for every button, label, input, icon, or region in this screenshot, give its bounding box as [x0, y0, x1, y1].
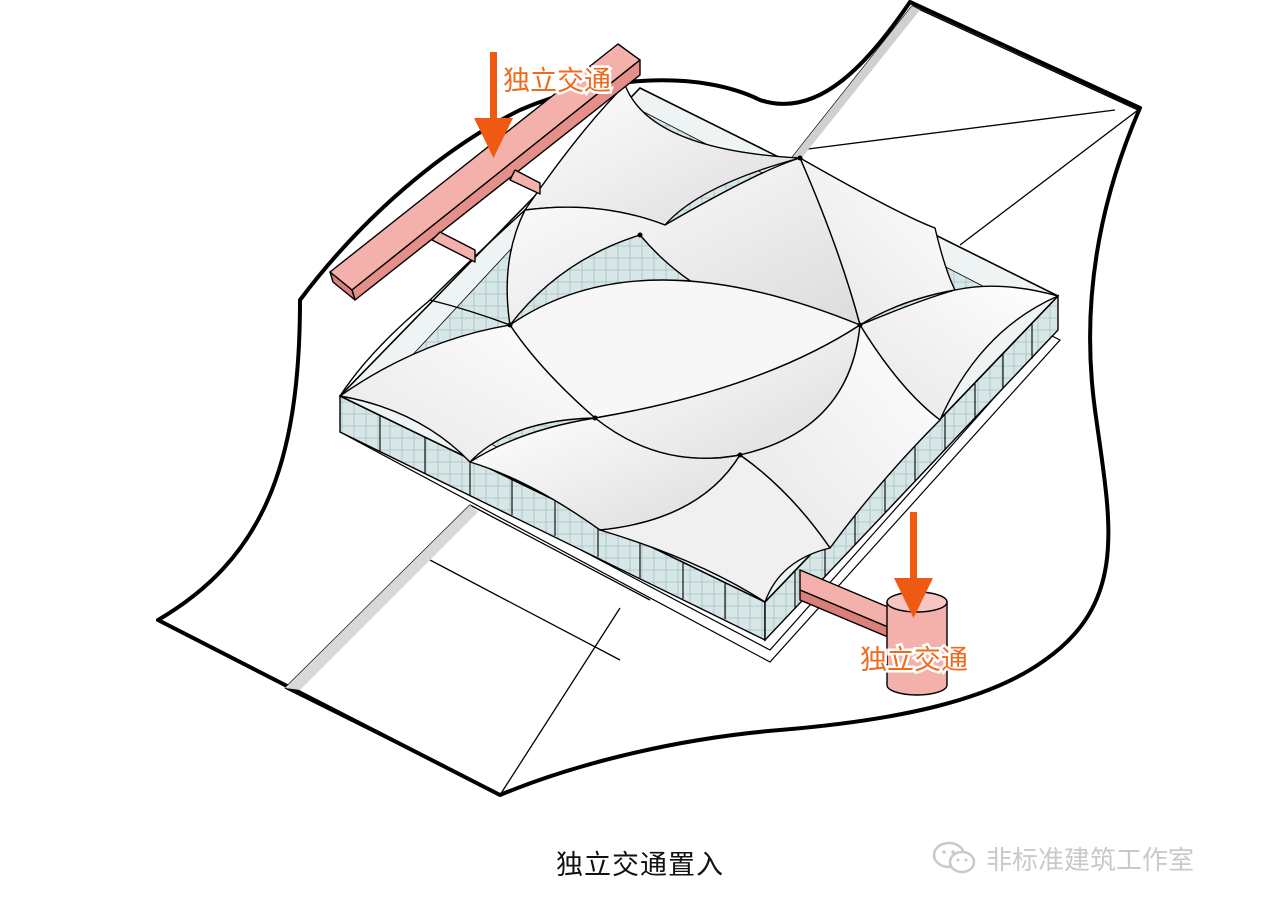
annotation-left-label: 独立交通	[503, 66, 611, 97]
wechat-icon	[930, 838, 980, 878]
watermark: 非标准建筑工作室	[930, 838, 1194, 878]
annotation-right-label: 独立交通	[860, 645, 968, 676]
watermark-text: 非标准建筑工作室	[986, 840, 1194, 877]
